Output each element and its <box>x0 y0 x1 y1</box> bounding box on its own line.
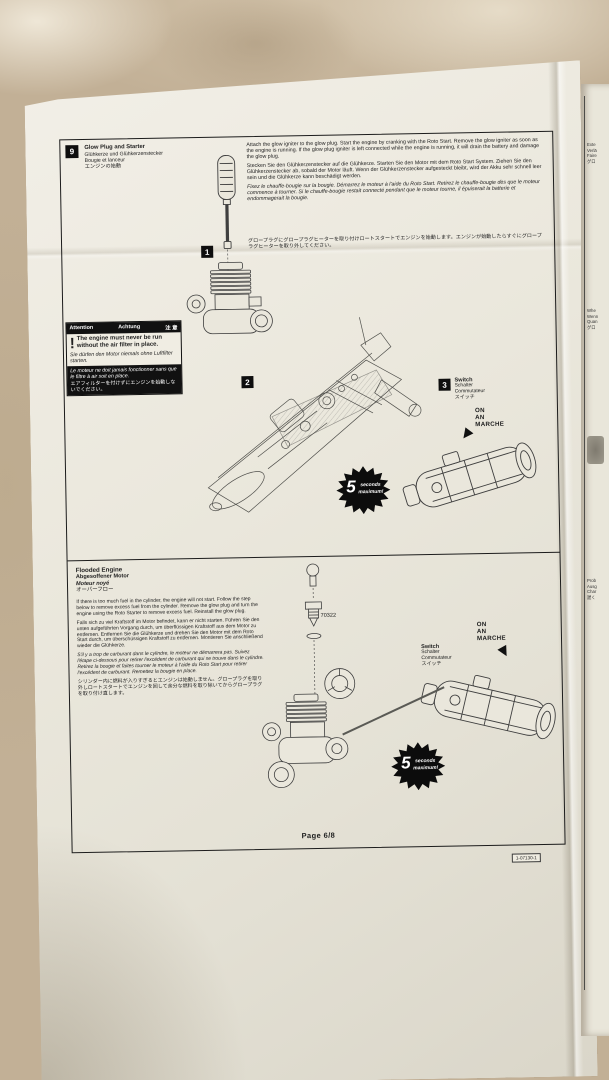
on-label-upper: ON AN MARCHE <box>475 407 504 429</box>
five-seconds-badge-upper: 5 seconds maximum! <box>336 466 391 515</box>
flooded-title-block: Flooded Engine Abgesoffener Motor Moteur… <box>76 566 130 594</box>
flooded-text-block: If there is too much fuel in the cylinde… <box>76 597 266 701</box>
attention-text-fr: Le moteur ne doit jamais fonctionner san… <box>70 365 177 380</box>
flooded-de: Falls sich zu viel Kraftstoff im Motor b… <box>76 616 263 650</box>
glow-igniter-illustration <box>195 153 257 276</box>
attention-label-en: Attention <box>69 324 94 331</box>
step-1-badge: 1 <box>201 246 213 258</box>
glow-plug-illustration <box>283 562 345 703</box>
text-fragment-group: Prob Ausg Char 遅く <box>587 578 597 600</box>
step-2-badge: 2 <box>241 376 253 388</box>
intro-jp: グロープラグにグロープラグヒーターを取り付けロートスタートでエンジンを始動します… <box>247 232 542 251</box>
switch-lever <box>473 675 491 689</box>
roto-start-illustration-upper <box>397 398 560 551</box>
carburetor-illustration <box>321 665 358 702</box>
flooded-title-de: Abgesoffener Motor <box>75 573 130 581</box>
engine-illustration <box>182 261 279 358</box>
text-fragment-group: Exte Verlä Faire グロ <box>587 142 597 164</box>
five-seconds-badge-lower: 5 seconds maximum! <box>391 742 446 791</box>
badge-number: 5 <box>346 477 356 497</box>
attention-label-jp: 注 意 <box>165 324 178 332</box>
attention-text-de: Sie dürfen den Motor niemals ohne Luftfi… <box>69 350 173 364</box>
on-label-lower: ON AN MARCHE <box>476 621 507 643</box>
section-9-number: 9 <box>65 145 78 158</box>
instruction-sheet: 9 Glow Plug and Starter Glühkerze und Gl… <box>24 60 598 1080</box>
attention-label-de: Achtung <box>118 323 141 330</box>
flooded-fr: S'il y a trop de carburant dans le cylin… <box>77 649 264 677</box>
intro-text-block: Attach the glow igniter to the glow plug… <box>246 137 547 205</box>
intro-fr: Fixez le chauffe-bougie sur la bougie. D… <box>247 178 540 202</box>
engine-illustration-lower <box>258 685 355 795</box>
switch-label-lower: Switch Schalter Commutateur スイッチ <box>421 643 452 667</box>
intro-en: Attach the glow igniter to the glow plug… <box>246 137 540 161</box>
on-fr: MARCHE <box>475 420 505 429</box>
switch-label-jp: スイッチ <box>454 393 475 401</box>
text-fragment-group: Whe Wenn Quan グロ <box>587 308 599 330</box>
manual-panel: 9 Glow Plug and Starter Glühkerze und Gl… <box>59 131 565 854</box>
flooded-title-jp: オーバーフロー <box>76 586 114 594</box>
switch-lever <box>442 451 461 466</box>
attention-box: Attention Achtung 注 意 ! The engine must … <box>65 320 182 396</box>
badge-line1: seconds <box>360 481 381 489</box>
section-divider <box>68 552 560 562</box>
flooded-jp: シリンダー内に燃料が入りすぎるとエンジンは始動しません。グロープラグを取り外しロ… <box>77 675 263 697</box>
page-number: Page 6/8 <box>301 830 336 841</box>
roto-start-illustration-lower <box>417 632 570 785</box>
adjacent-sheet: Exte Verlä Faire グロ Whe Wenn Quan グロ Pro… <box>581 84 609 1036</box>
illustration-fragment <box>587 436 604 464</box>
exclamation-icon: ! <box>69 335 75 353</box>
flooded-en: If there is too much fuel in the cylinde… <box>76 596 258 617</box>
step-3-badge: 3 <box>438 379 450 391</box>
document-code: 1-07130-1 <box>512 853 541 863</box>
chassis-illustration <box>175 284 444 534</box>
badge-line2: maximum! <box>358 488 384 496</box>
attention-text-jp: エアフィルターを付けずにエンジンを始動しないでください。 <box>70 378 176 393</box>
part-number-label: 70322 <box>320 612 337 619</box>
intro-de: Stecken Sie den Glühkerzenstecker auf di… <box>246 157 542 182</box>
switch-label-upper: Switch Schalter Commutateur スイッチ <box>454 377 485 401</box>
attention-text-en: The engine must never be run without the… <box>76 334 163 349</box>
adjacent-panel-border <box>584 96 585 990</box>
